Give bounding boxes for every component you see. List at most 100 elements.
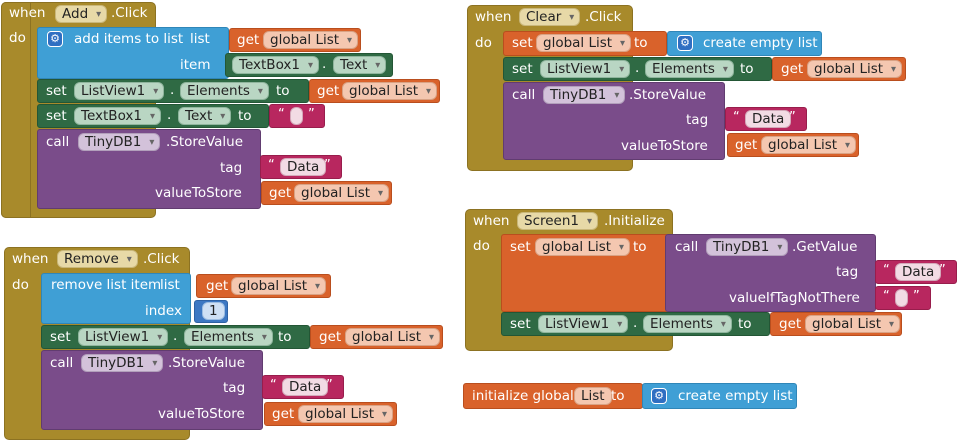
textbox-dropdown[interactable]: TextBox1 (232, 56, 319, 74)
set-label: set (46, 83, 67, 99)
valueiftagnotthere-label: valueIfTagNotThere (729, 290, 860, 306)
variable-dropdown[interactable]: global List (761, 136, 857, 154)
set-label: set (50, 329, 71, 345)
elements-dropdown[interactable]: Elements (645, 60, 734, 78)
create-empty-list-block[interactable] (642, 383, 797, 409)
get-label: get (317, 83, 340, 99)
get-label: get (781, 61, 804, 77)
quote-close: ” (308, 107, 315, 122)
component-dropdown-add[interactable]: Add (55, 5, 108, 23)
variable-dropdown[interactable]: global List (805, 315, 901, 333)
set-label: set (512, 61, 533, 77)
quote-open: “ (268, 158, 275, 173)
call-label: call (512, 87, 536, 103)
elements-dropdown[interactable]: Elements (180, 82, 269, 100)
dot-label: . (170, 82, 175, 98)
quote-open: “ (270, 378, 277, 393)
storevalue-label: .StoreValue (166, 134, 244, 150)
get-label: get (237, 32, 260, 48)
listview-dropdown[interactable]: ListView1 (74, 82, 165, 100)
gear-icon[interactable]: ⚙ (47, 31, 63, 47)
number-field[interactable]: 1 (202, 302, 225, 320)
component-dropdown-screen1[interactable]: Screen1 (517, 212, 599, 230)
variable-dropdown[interactable]: global List (807, 60, 903, 78)
tag-label: tag (223, 380, 246, 396)
text-property-dropdown[interactable]: Text (333, 56, 387, 74)
when-label: when (12, 251, 49, 267)
tinydb-dropdown[interactable]: TinyDB1 (543, 86, 626, 104)
create-empty-list-label: create empty list (703, 35, 818, 51)
variable-dropdown[interactable]: global List (536, 34, 632, 52)
gear-icon[interactable]: ⚙ (677, 35, 693, 51)
to-label: to (740, 61, 754, 77)
quote-close: ” (913, 289, 920, 304)
quote-close: ” (324, 158, 331, 173)
elements-dropdown[interactable]: Elements (643, 315, 732, 333)
empty-text-field[interactable] (895, 289, 908, 307)
event-label: .Click (585, 9, 622, 25)
text-field-data[interactable]: Data (282, 378, 329, 396)
dot-label: . (173, 328, 178, 344)
component-dropdown-clear[interactable]: Clear (519, 8, 581, 26)
storevalue-label: .StoreValue (168, 355, 246, 371)
get-label: get (272, 406, 295, 422)
text-property-dropdown[interactable]: Text (178, 107, 232, 125)
text-field-data[interactable]: Data (745, 110, 792, 128)
call-label: call (46, 134, 70, 150)
text-field-data[interactable]: Data (895, 263, 942, 281)
set-label: set (510, 239, 531, 255)
dot-label: . (635, 60, 640, 76)
tinydb-dropdown[interactable]: TinyDB1 (78, 133, 161, 151)
textbox-dropdown[interactable]: TextBox1 (74, 107, 161, 125)
elements-dropdown[interactable]: Elements (184, 328, 273, 346)
variable-dropdown[interactable]: global List (294, 184, 390, 202)
remove-list-item-label: remove list item (51, 277, 162, 293)
list-label: list (160, 277, 180, 293)
variable-dropdown[interactable]: global List (298, 405, 394, 423)
variable-dropdown[interactable]: global List (535, 238, 631, 256)
variable-dropdown[interactable]: global List (263, 31, 359, 49)
quote-close: ” (326, 378, 333, 393)
item-label: item (180, 57, 211, 73)
do-label: do (9, 30, 26, 46)
create-empty-list-label: create empty list (678, 388, 793, 404)
set-label: set (510, 316, 531, 332)
component-dropdown-remove[interactable]: Remove (57, 250, 138, 268)
text-field-data[interactable]: Data (280, 158, 327, 176)
initialize-global-label: initialize global (472, 388, 574, 404)
quote-close: ” (789, 110, 796, 125)
do-label: do (12, 277, 29, 293)
valuetostore-label: valueToStore (621, 138, 708, 154)
add-items-to-list-block[interactable] (37, 27, 229, 79)
listview-dropdown[interactable]: ListView1 (540, 60, 631, 78)
variable-dropdown[interactable]: global List (345, 328, 441, 346)
dot-label: . (633, 315, 638, 331)
storevalue-label: .StoreValue (629, 87, 707, 103)
tag-label: tag (836, 264, 859, 280)
gear-icon[interactable]: ⚙ (651, 388, 667, 404)
quote-open: “ (883, 289, 890, 304)
index-label: index (145, 303, 182, 319)
tinydb-dropdown[interactable]: TinyDB1 (81, 354, 164, 372)
listview-dropdown[interactable]: ListView1 (78, 328, 169, 346)
global-name-field[interactable]: List (574, 387, 612, 405)
tag-label: tag (686, 112, 709, 128)
initialize-global-block[interactable] (463, 383, 643, 409)
tinydb-dropdown[interactable]: TinyDB1 (706, 238, 789, 256)
variable-dropdown[interactable]: global List (342, 82, 438, 100)
get-label: get (269, 185, 292, 201)
listview-dropdown[interactable]: ListView1 (538, 315, 629, 333)
dot-label: . (322, 56, 327, 72)
empty-text-field[interactable] (290, 107, 303, 125)
get-label: get (735, 137, 758, 153)
call-label: call (675, 239, 699, 255)
quote-close: ” (939, 263, 946, 278)
variable-dropdown[interactable]: global List (231, 277, 327, 295)
list-label: list (190, 31, 210, 47)
do-label: do (475, 35, 492, 51)
do-label: do (473, 238, 490, 254)
tag-label: tag (220, 160, 243, 176)
event-add-click-body (1, 2, 31, 218)
remove-list-item-block[interactable] (41, 273, 191, 324)
to-label: to (634, 35, 648, 51)
